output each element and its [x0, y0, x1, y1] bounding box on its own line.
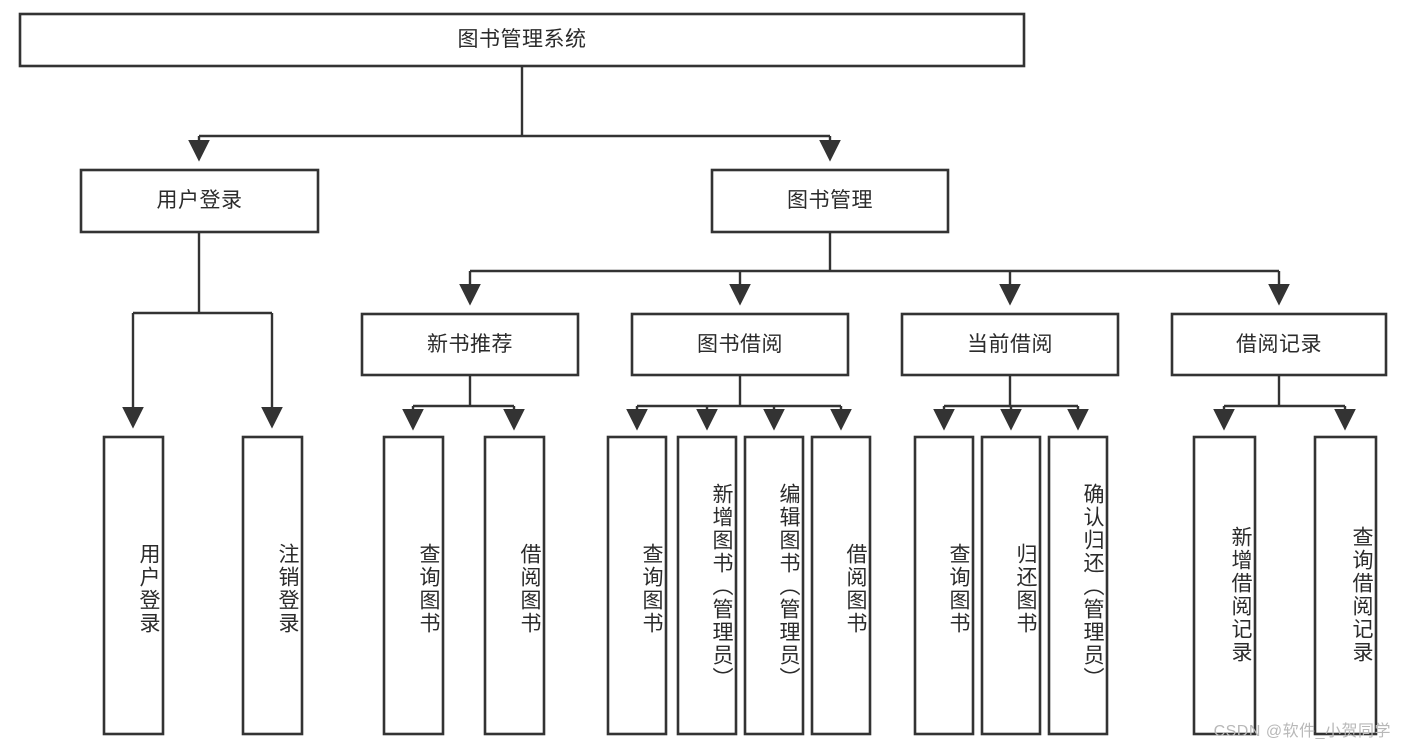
node-box-leaf-query-book-1[interactable] [382, 435, 445, 736]
connector-group-root [188, 66, 841, 162]
node-box-leaf-query-book-2[interactable] [606, 435, 668, 736]
node-box-leaf-user-login[interactable] [102, 435, 165, 736]
connector-group-new-book-recommend [402, 375, 525, 431]
node-box-leaf-return-book[interactable] [980, 435, 1042, 736]
connector-group-user-login [122, 232, 283, 429]
node-box-user-login[interactable] [79, 168, 320, 234]
node-box-book-borrow[interactable] [630, 312, 850, 377]
node-box-borrow-record[interactable] [1170, 312, 1388, 377]
node-box-leaf-borrow-book-2[interactable] [810, 435, 872, 736]
connector-group-book-manage [459, 232, 1290, 306]
node-box-leaf-add-record[interactable] [1192, 435, 1257, 736]
connector-group-borrow-record [1213, 375, 1356, 431]
node-box-root[interactable] [18, 12, 1026, 68]
node-box-leaf-confirm-return[interactable] [1047, 435, 1109, 736]
node-box-leaf-logout-login[interactable] [241, 435, 304, 736]
connector-group-current-borrow [933, 375, 1089, 431]
node-box-leaf-query-book-3[interactable] [913, 435, 975, 736]
node-box-leaf-edit-book[interactable] [743, 435, 805, 736]
node-box-current-borrow[interactable] [900, 312, 1120, 377]
node-box-leaf-query-record[interactable] [1313, 435, 1378, 736]
node-box-new-book-recommend[interactable] [360, 312, 580, 377]
node-box-leaf-borrow-book-1[interactable] [483, 435, 546, 736]
node-box-leaf-add-book[interactable] [676, 435, 738, 736]
node-box-book-manage[interactable] [710, 168, 950, 234]
connector-group-book-borrow [626, 375, 852, 431]
